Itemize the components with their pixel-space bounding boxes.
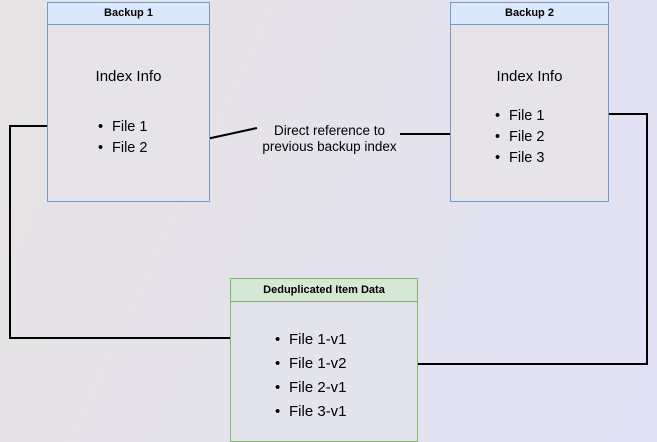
edge-label-line-2: previous backup index bbox=[262, 139, 397, 154]
node-backup-1-file-list: File 1 File 2 bbox=[98, 117, 147, 159]
node-backup-2[interactable]: Backup 2 Index Info File 1 File 2 File 3 bbox=[450, 2, 609, 202]
edge-label-direct-reference: Direct reference to previous backup inde… bbox=[262, 123, 397, 155]
list-item: File 1-v1 bbox=[275, 328, 347, 352]
node-deduplicated-item-data-file-list: File 1-v1 File 1-v2 File 2-v1 File 3-v1 bbox=[275, 328, 347, 424]
list-item: File 1 bbox=[98, 117, 147, 138]
edge-label-line-1: Direct reference to bbox=[273, 123, 386, 138]
node-backup-1-header: Backup 1 bbox=[48, 3, 209, 25]
list-item: File 3-v1 bbox=[275, 400, 347, 424]
list-item: File 2 bbox=[98, 138, 147, 159]
list-item: File 2 bbox=[495, 127, 544, 148]
node-backup-2-subtitle: Index Info bbox=[496, 68, 563, 85]
list-item: File 2-v1 bbox=[275, 376, 347, 400]
node-backup-1[interactable]: Backup 1 Index Info File 1 File 2 bbox=[47, 2, 210, 202]
node-backup-1-subtitle: Index Info bbox=[95, 68, 162, 85]
node-backup-2-header: Backup 2 bbox=[451, 3, 608, 25]
list-item: File 1 bbox=[495, 106, 544, 127]
node-deduplicated-item-data-body: File 1-v1 File 1-v2 File 2-v1 File 3-v1 bbox=[231, 302, 417, 441]
node-deduplicated-item-data-header: Deduplicated Item Data bbox=[231, 279, 417, 302]
list-item: File 1-v2 bbox=[275, 352, 347, 376]
list-item: File 3 bbox=[495, 148, 544, 169]
node-backup-2-body: Index Info File 1 File 2 File 3 bbox=[451, 25, 608, 201]
node-deduplicated-item-data[interactable]: Deduplicated Item Data File 1-v1 File 1-… bbox=[230, 278, 418, 442]
node-backup-2-file-list: File 1 File 2 File 3 bbox=[495, 106, 544, 169]
node-backup-1-body: Index Info File 1 File 2 bbox=[48, 25, 209, 201]
